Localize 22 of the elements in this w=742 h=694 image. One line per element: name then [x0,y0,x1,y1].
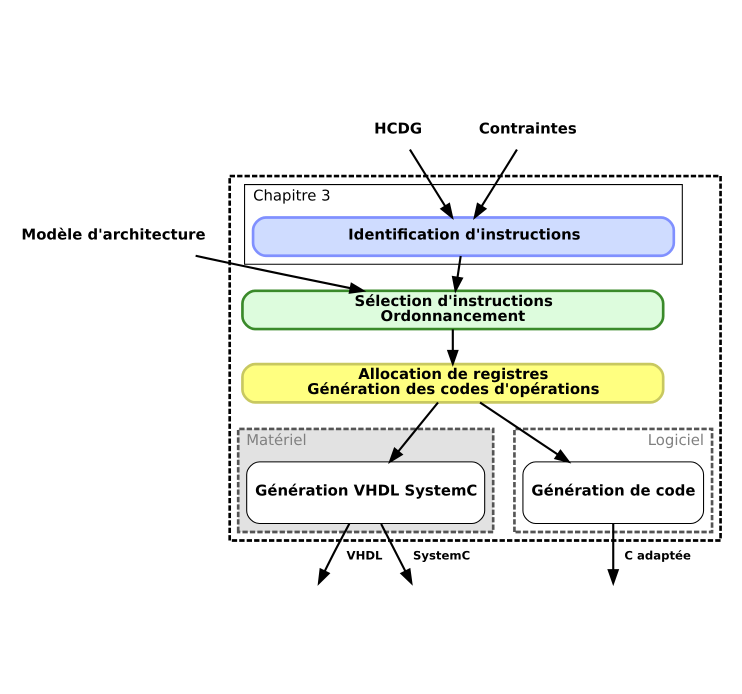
node-text: Modèle d'architecture [21,224,206,243]
arrow [380,522,413,586]
arrow [195,254,366,294]
edge-label: C adaptée [624,548,691,562]
arrow [452,255,464,294]
node-text: HCDG [374,118,422,137]
edge-label: VHDL [346,548,382,562]
node-box: Sélection d'instructions Ordonnancement [241,288,664,330]
node-box: Génération VHDL SystemC [246,460,486,524]
node-box: Allocation de registres Génération des codes d'opérations [241,362,664,404]
arrow [318,522,350,586]
arrow [607,523,620,586]
arrow [388,401,439,464]
arrow [409,148,454,220]
arrow [446,328,459,366]
arrow [479,401,572,464]
node-text: Contraintes [478,118,577,137]
node-box: Génération de code [522,460,704,524]
edge-label: SystemC [412,548,470,562]
arrow [473,148,518,220]
node-box: Identification d'instructions [252,216,676,257]
cluster [228,174,722,542]
